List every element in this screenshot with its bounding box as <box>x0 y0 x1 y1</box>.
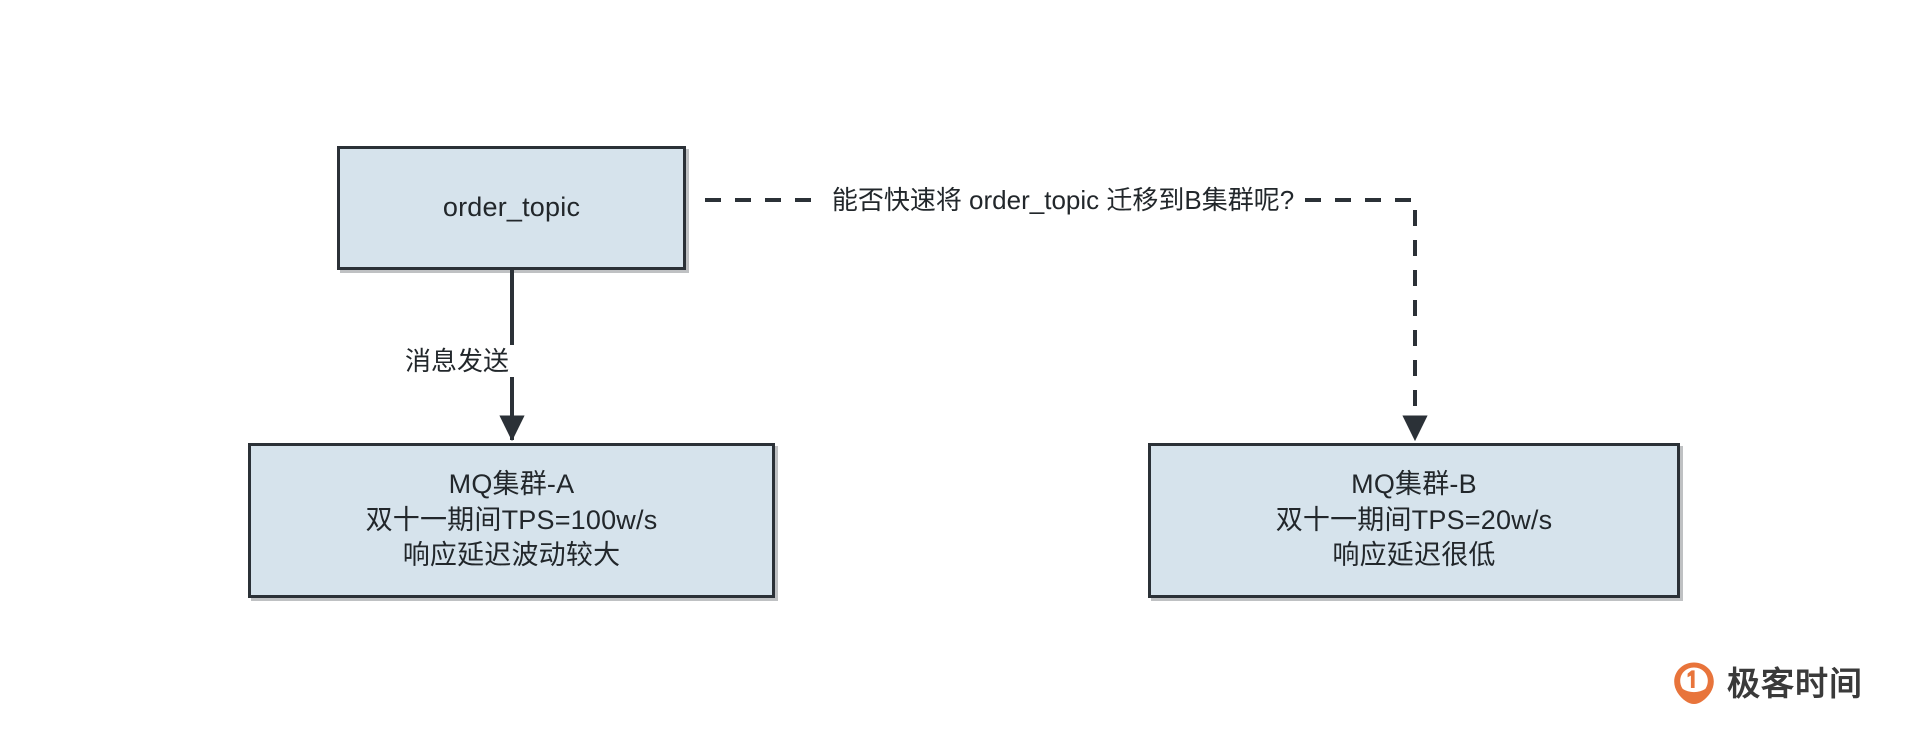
edge-label-migrate: 能否快速将 order_topic 迁移到B集群呢? <box>824 185 1302 215</box>
node-mq-cluster-a[interactable]: MQ集群-A 双十一期间TPS=100w/s 响应延迟波动较大 <box>248 443 775 598</box>
node-mq-b-line-2: 双十一期间TPS=20w/s <box>1275 504 1553 535</box>
node-mq-cluster-b[interactable]: MQ集群-B 双十一期间TPS=20w/s 响应延迟很低 <box>1148 443 1680 598</box>
edge-label-send: 消息发送 <box>394 345 520 377</box>
node-mq-a-line-1: MQ集群-A <box>448 469 575 500</box>
node-mq-a-line-2: 双十一期间TPS=100w/s <box>365 504 658 535</box>
geektime-logo-icon <box>1674 662 1714 704</box>
geektime-logo-text: 极客时间 <box>1727 664 1863 702</box>
node-order-topic-line-1: order_topic <box>442 192 581 223</box>
node-mq-a-line-3: 响应延迟波动较大 <box>402 540 621 571</box>
node-mq-b-line-1: MQ集群-B <box>1351 469 1477 500</box>
edge-migrate-line <box>705 198 1428 442</box>
node-mq-b-line-3: 响应延迟很低 <box>1332 540 1496 571</box>
node-order-topic[interactable]: order_topic <box>337 146 686 270</box>
geektime-logo: 极客时间 <box>1672 661 1863 705</box>
